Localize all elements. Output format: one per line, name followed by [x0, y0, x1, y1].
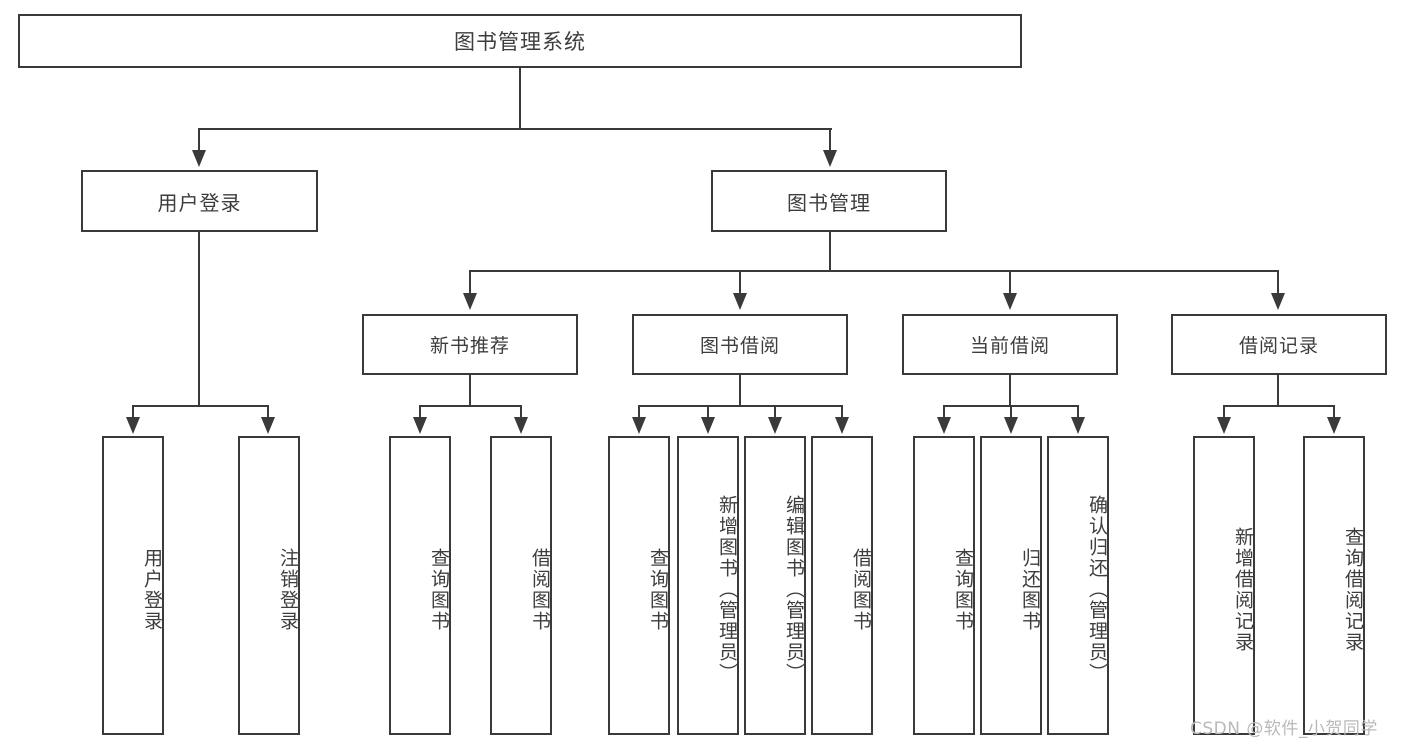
connector-book-borrow-stem — [739, 375, 741, 405]
connector-drop-user-login — [198, 128, 200, 152]
node-user-login[interactable]: 用户登录 — [81, 170, 318, 232]
node-label: 图书借阅 — [699, 335, 780, 357]
leaf-book-borrow-borrow[interactable]: 借阅图书 — [811, 436, 873, 735]
connector-book-borrow-bar — [638, 405, 843, 407]
arrow-to-leaf-user-login-1 — [126, 417, 140, 434]
node-label: 用户登录 — [157, 190, 242, 215]
arrow-to-leaf-user-login-2 — [261, 417, 275, 434]
node-label: 借阅记录 — [1238, 335, 1319, 357]
arrow-to-leaf-new-book-2 — [514, 417, 528, 434]
connector-drop-leaf-current-borrow-3 — [1077, 405, 1079, 419]
node-label: 查询借阅记录 — [1342, 526, 1364, 653]
node-label: 编辑图书（管理员） — [783, 495, 805, 684]
leaf-book-borrow-edit[interactable]: 编辑图书（管理员） — [744, 436, 806, 735]
connector-book-manage-stem — [829, 232, 831, 270]
arrow-to-borrow-record — [1271, 293, 1285, 310]
arrow-to-leaf-book-borrow-3 — [768, 417, 782, 434]
connector-drop-leaf-book-borrow-1 — [638, 405, 640, 419]
arrow-to-new-book — [463, 293, 477, 310]
connector-borrow-record-stem — [1277, 375, 1279, 405]
connector-drop-book-manage — [829, 128, 831, 152]
connector-new-book-stem — [469, 375, 471, 405]
connector-drop-leaf-current-borrow-1 — [943, 405, 945, 419]
node-label: 归还图书 — [1019, 547, 1041, 632]
leaf-book-borrow-add[interactable]: 新增图书（管理员） — [677, 436, 739, 735]
node-label: 当前借阅 — [969, 335, 1050, 357]
leaf-borrow-record-query[interactable]: 查询借阅记录 — [1303, 436, 1365, 735]
leaf-new-book-borrow[interactable]: 借阅图书 — [490, 436, 552, 735]
arrow-to-leaf-new-book-1 — [413, 417, 427, 434]
connector-drop-leaf-user-login-1 — [132, 405, 134, 419]
connector-root-bar — [198, 128, 832, 130]
node-label: 确认归还（管理员） — [1086, 495, 1108, 684]
arrow-to-leaf-current-borrow-2 — [1004, 417, 1018, 434]
connector-book-manage-bar — [469, 270, 1279, 272]
connector-user-login-bar — [132, 405, 268, 407]
node-label: 用户登录 — [141, 547, 163, 632]
connector-new-book-bar — [419, 405, 522, 407]
arrow-to-leaf-book-borrow-4 — [835, 417, 849, 434]
leaf-new-book-query[interactable]: 查询图书 — [389, 436, 451, 735]
arrow-to-book-borrow — [733, 293, 747, 310]
node-label: 注销登录 — [277, 547, 299, 632]
arrow-to-leaf-borrow-record-1 — [1217, 417, 1231, 434]
connector-drop-leaf-borrow-record-1 — [1223, 405, 1225, 419]
connector-current-borrow-stem — [1009, 375, 1011, 405]
node-label: 查询图书 — [647, 547, 669, 632]
node-label: 借阅图书 — [529, 547, 551, 632]
leaf-book-borrow-query[interactable]: 查询图书 — [608, 436, 670, 735]
arrow-to-leaf-borrow-record-2 — [1327, 417, 1341, 434]
connector-borrow-record-bar — [1223, 405, 1335, 407]
node-borrow-record[interactable]: 借阅记录 — [1171, 314, 1387, 375]
node-label: 查询图书 — [952, 547, 974, 632]
connector-drop-new-book — [469, 270, 471, 295]
connector-drop-leaf-book-borrow-3 — [774, 405, 776, 419]
connector-drop-leaf-current-borrow-2 — [1010, 405, 1012, 419]
connector-drop-leaf-borrow-record-2 — [1333, 405, 1335, 419]
node-book-borrow[interactable]: 图书借阅 — [632, 314, 848, 375]
connector-drop-borrow-record — [1277, 270, 1279, 295]
connector-drop-current-borrow — [1009, 270, 1011, 295]
leaf-current-borrow-confirm[interactable]: 确认归还（管理员） — [1047, 436, 1109, 735]
watermark-text: CSDN @软件_小贺同学 — [1190, 719, 1378, 739]
connector-drop-leaf-new-book-1 — [419, 405, 421, 419]
node-book-manage[interactable]: 图书管理 — [711, 170, 947, 232]
node-label: 新增图书（管理员） — [716, 495, 738, 684]
leaf-user-login-login[interactable]: 用户登录 — [102, 436, 164, 735]
arrow-to-book-manage — [823, 150, 837, 167]
connector-drop-leaf-user-login-2 — [267, 405, 269, 419]
arrow-to-leaf-book-borrow-2 — [701, 417, 715, 434]
node-label: 图书管理 — [787, 190, 871, 215]
node-label: 借阅图书 — [850, 547, 872, 632]
arrow-to-leaf-book-borrow-1 — [632, 417, 646, 434]
leaf-borrow-record-add[interactable]: 新增借阅记录 — [1193, 436, 1255, 735]
node-root-system[interactable]: 图书管理系统 — [18, 14, 1022, 68]
connector-drop-leaf-book-borrow-4 — [841, 405, 843, 419]
connector-root-stem — [519, 68, 521, 128]
node-label: 新增借阅记录 — [1232, 526, 1254, 653]
leaf-current-borrow-query[interactable]: 查询图书 — [913, 436, 975, 735]
arrow-to-user-login — [192, 150, 206, 167]
connector-drop-leaf-book-borrow-2 — [707, 405, 709, 419]
connector-drop-book-borrow — [739, 270, 741, 295]
node-label: 新书推荐 — [429, 335, 510, 357]
node-new-book-recommend[interactable]: 新书推荐 — [362, 314, 578, 375]
node-label: 查询图书 — [428, 547, 450, 632]
leaf-user-login-logout[interactable]: 注销登录 — [238, 436, 300, 735]
arrow-to-leaf-current-borrow-3 — [1071, 417, 1085, 434]
arrow-to-leaf-current-borrow-1 — [937, 417, 951, 434]
connector-drop-leaf-new-book-2 — [520, 405, 522, 419]
connector-user-login-stem — [198, 232, 200, 405]
leaf-current-borrow-return[interactable]: 归还图书 — [980, 436, 1042, 735]
arrow-to-current-borrow — [1003, 293, 1017, 310]
node-label: 图书管理系统 — [454, 30, 586, 54]
node-current-borrow[interactable]: 当前借阅 — [902, 314, 1118, 375]
